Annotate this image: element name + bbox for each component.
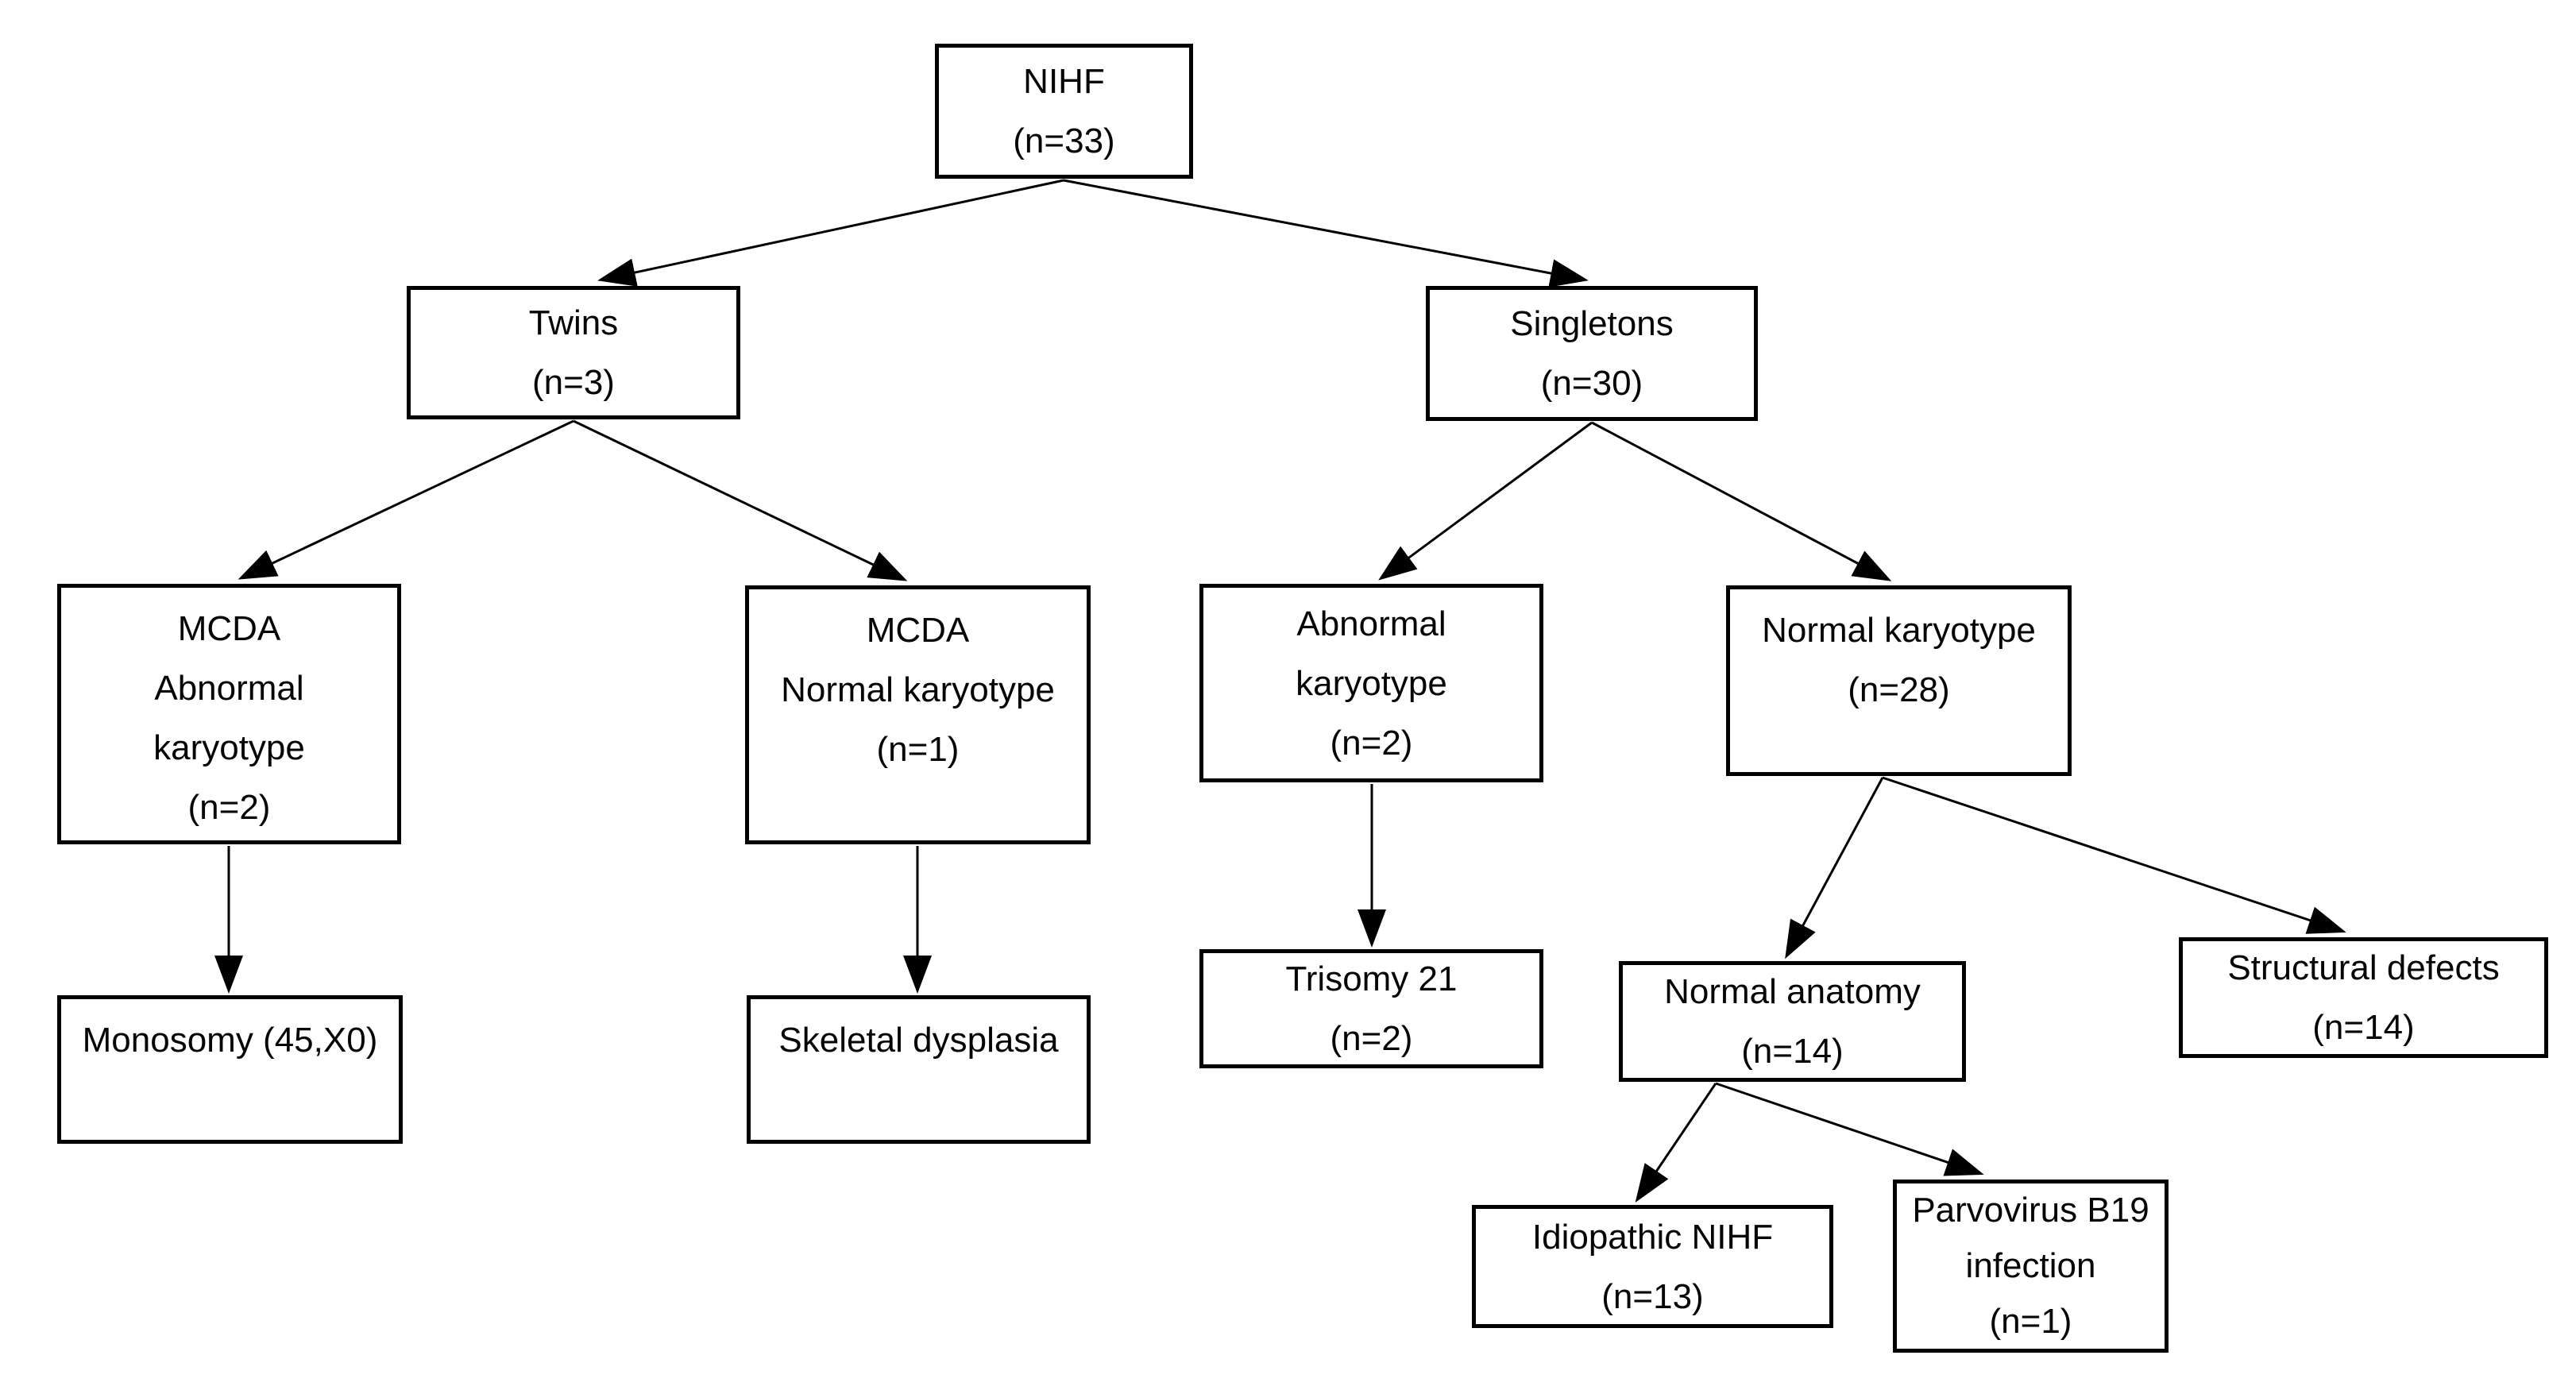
- node-nihf-label: NIHF: [1023, 62, 1105, 101]
- node-normal-karyotype-label: Normal karyotype: [1762, 611, 2036, 650]
- edge-singletons-abnormal_karyotype: [1378, 421, 1593, 581]
- node-skeletal-dysplasia-label: Skeletal dysplasia: [778, 1021, 1059, 1060]
- edge-singletons-normal_karyotype: [1591, 421, 1892, 581]
- node-mcda-abnormal-count: (n=2): [187, 788, 271, 827]
- node-normal-anatomy-label: Normal anatomy: [1664, 972, 1921, 1011]
- node-idiopathic-nihf: Idiopathic NIHF (n=13): [1472, 1205, 1833, 1328]
- edge-twins-mcda_abnormal: [238, 419, 574, 580]
- node-mcda-abnormal-karyotype: MCDA Abnormal karyotype (n=2): [57, 584, 401, 844]
- node-mcda-normal-label: MCDA: [866, 611, 970, 650]
- node-abnormal-karyotype-label: karyotype: [1296, 663, 1447, 703]
- node-mcda-normal-karyotype: MCDA Normal karyotype (n=1): [745, 585, 1091, 844]
- node-normal-karyotype-count: (n=28): [1848, 670, 1950, 709]
- edge-normal_anatomy-idiopathic: [1635, 1083, 1717, 1203]
- node-singletons-label: Singletons: [1510, 304, 1674, 343]
- node-mcda-abnormal-label: MCDA: [177, 609, 281, 648]
- node-singletons-count: (n=30): [1540, 364, 1643, 403]
- node-mcda-abnormal-label: karyotype: [153, 728, 305, 767]
- node-structural-defects-label: Structural defects: [2227, 948, 2500, 987]
- node-twins: Twins (n=3): [407, 286, 740, 419]
- node-parvovirus-label: Parvovirus B19: [1912, 1191, 2149, 1230]
- node-twins-label: Twins: [528, 303, 619, 342]
- node-mcda-normal-count: (n=1): [876, 730, 960, 769]
- node-nihf: NIHF (n=33): [935, 44, 1193, 179]
- node-structural-defects-count: (n=14): [2312, 1008, 2415, 1047]
- node-trisomy21-count: (n=2): [1330, 1019, 1413, 1058]
- node-idiopathic-nihf-label: Idiopathic NIHF: [1531, 1217, 1774, 1257]
- node-abnormal-karyotype-label: Abnormal: [1296, 604, 1446, 643]
- node-normal-anatomy: Normal anatomy (n=14): [1619, 961, 1966, 1082]
- edge-nihf-singletons: [1063, 179, 1589, 288]
- node-mcda-abnormal-label: Abnormal: [154, 669, 304, 708]
- node-abnormal-karyotype: Abnormal karyotype (n=2): [1199, 584, 1543, 782]
- node-abnormal-karyotype-count: (n=2): [1330, 723, 1413, 763]
- node-nihf-count: (n=33): [1013, 122, 1115, 160]
- edge-nihf-twins: [597, 179, 1064, 287]
- edge-normal_karyotype-normal_anatomy: [1785, 777, 1884, 959]
- node-parvovirus-count: (n=1): [1989, 1302, 2072, 1341]
- node-monosomy-label: Monosomy (45,X0): [82, 1021, 378, 1060]
- node-normal-anatomy-count: (n=14): [1741, 1032, 1844, 1071]
- node-structural-defects: Structural defects (n=14): [2179, 937, 2548, 1058]
- edge-normal_anatomy-parvovirus: [1715, 1082, 1984, 1176]
- node-mcda-normal-label: Normal karyotype: [781, 670, 1055, 709]
- node-idiopathic-nihf-count: (n=13): [1601, 1276, 1704, 1316]
- node-monosomy: Monosomy (45,X0): [57, 995, 403, 1144]
- node-trisomy21: Trisomy 21 (n=2): [1199, 949, 1543, 1068]
- node-normal-karyotype: Normal karyotype (n=28): [1726, 585, 2072, 776]
- edge-twins-mcda_normal: [573, 419, 908, 581]
- node-singletons: Singletons (n=30): [1426, 286, 1758, 421]
- edge-normal_karyotype-structural_defects: [1882, 776, 2346, 934]
- node-skeletal-dysplasia: Skeletal dysplasia: [747, 995, 1091, 1144]
- node-trisomy21-label: Trisomy 21: [1285, 959, 1458, 998]
- node-parvovirus: Parvovirus B19 infection (n=1): [1893, 1180, 2169, 1353]
- node-twins-count: (n=3): [532, 363, 615, 402]
- node-parvovirus-label: infection: [1965, 1246, 2096, 1285]
